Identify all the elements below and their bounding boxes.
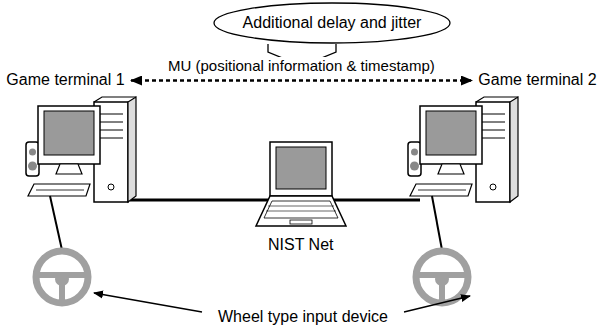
node-text: Game terminal 1 [6, 71, 124, 89]
terminal-label: Game terminal 1 [3, 68, 128, 93]
device-label: Wheel type input device [216, 308, 390, 326]
dashed-connector [131, 79, 472, 82]
process-ellipse: Additional delay and jitter [213, 2, 451, 44]
node-text: Additional delay and jitter [243, 14, 422, 32]
device-label: NIST Net [266, 236, 336, 254]
node-text: Game terminal 2 [478, 71, 596, 89]
edge-label: MU (positional information & timestamp) [166, 57, 437, 74]
terminal-label: Game terminal 2 [475, 68, 600, 93]
